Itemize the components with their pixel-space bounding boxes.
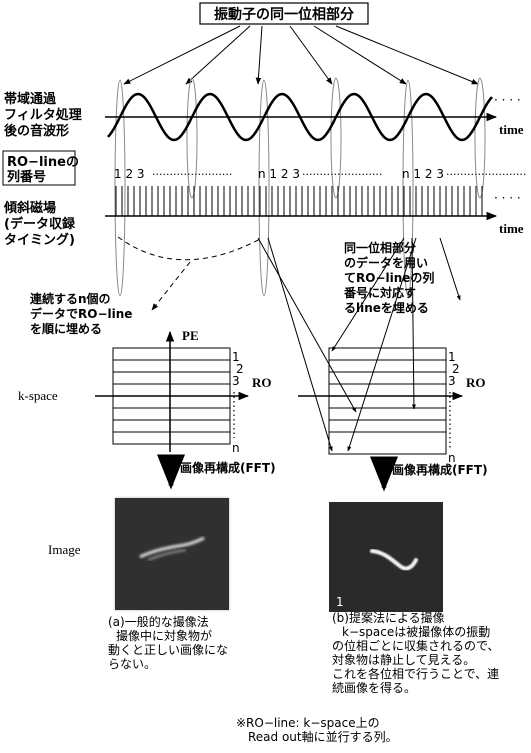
recon-label-left: 画像再構成(FFT): [180, 460, 276, 475]
title-text: 振動子の同一位相部分: [214, 6, 354, 23]
svg-text:対象物は静止して見える。: 対象物は静止して見える。: [332, 653, 475, 667]
svg-text:·······················: ·······················: [446, 168, 526, 181]
svg-text:RO−lineの: RO−lineの: [7, 155, 79, 170]
left-note: 連続するn個の データでRO−line を順に埋める: [30, 291, 132, 336]
gradient-time-label: time: [499, 221, 524, 236]
waveform-time-label: time: [499, 122, 524, 137]
svg-text:るlineを埋める: るlineを埋める: [344, 300, 429, 315]
kspace-right: [298, 347, 464, 455]
svg-text:Read out軸に並行する列。: Read out軸に並行する列。: [248, 730, 398, 744]
gradient-label: 傾斜磁場 (データ収録 タイミング): [3, 200, 76, 248]
frame-number: 1: [336, 595, 344, 609]
svg-text:同一位相部分: 同一位相部分: [344, 240, 416, 255]
svg-text:n: n: [232, 441, 240, 455]
svg-text:n: n: [448, 451, 456, 465]
caption-b: (b)提案法による撮像 k−spaceは被撮像体の振動 の位相ごとに収集されるの…: [332, 610, 500, 695]
svg-text:n 1 2 3: n 1 2 3: [402, 167, 444, 181]
svg-text:2: 2: [452, 362, 460, 376]
svg-text:撮像中に対象物が: 撮像中に対象物が: [116, 628, 212, 643]
svg-text:·······················: ·······················: [152, 168, 232, 181]
svg-text:3: 3: [448, 374, 456, 388]
svg-text:1: 1: [448, 350, 456, 364]
ro-line-sequence: 1 2 3 ······················· n 1 2 3 ··…: [114, 167, 526, 181]
phase-ellipses: [114, 77, 486, 297]
svg-text:続画像を得る。: 続画像を得る。: [332, 680, 416, 695]
right-note: 同一位相部分 のデータを用い てRO−lineの列 番号に対応す るlineを埋…: [343, 240, 434, 315]
svg-text:のデータを用い: のデータを用い: [344, 255, 428, 270]
svg-text:の位相ごとに収集されるので、: の位相ごとに収集されるので、: [332, 638, 500, 653]
svg-text:1 2 3: 1 2 3: [114, 167, 145, 181]
svg-text:らない。: らない。: [108, 657, 156, 671]
ro-label-left: RO: [252, 375, 272, 390]
row-numbers-left: 1 2 3 n: [232, 350, 244, 455]
recon-label-right: 画像再構成(FFT): [392, 462, 488, 477]
waveform-dots: · · · ·: [494, 93, 521, 107]
svg-text:動くと正しい画像にな: 動くと正しい画像にな: [108, 643, 228, 657]
svg-text:n 1 2 3: n 1 2 3: [258, 167, 300, 181]
mri-image-right: 1: [329, 502, 443, 612]
title-box: [199, 2, 369, 25]
pe-label: PE: [182, 328, 199, 343]
footnote: ※RO−line: k−space上の Read out軸に並行する列。: [236, 716, 398, 744]
title-fan-arrows: [123, 25, 479, 85]
group-dashed-arrow: [151, 261, 191, 311]
group-dashed-curve: [117, 236, 263, 261]
kspace-left: [95, 330, 250, 452]
svg-text:(a)一般的な撮像法: (a)一般的な撮像法: [108, 614, 209, 629]
svg-text:3: 3: [232, 374, 240, 388]
svg-text:2: 2: [236, 362, 244, 376]
svg-text:連続するn個の: 連続するn個の: [30, 291, 111, 306]
svg-text:傾斜磁場: 傾斜磁場: [3, 200, 56, 216]
kspace-label: k-space: [18, 388, 58, 403]
data-acquisition-ticks: [115, 186, 483, 216]
svg-text:フィルタ処理: フィルタ処理: [4, 107, 82, 123]
caption-a: (a)一般的な撮像法 撮像中に対象物が 動くと正しい画像にな らない。: [108, 614, 228, 671]
svg-text:列番号: 列番号: [7, 169, 46, 185]
svg-text:番号に対応す: 番号に対応す: [343, 285, 416, 300]
ro-line-number-label: RO−lineの 列番号: [7, 155, 79, 185]
filtered-sound-waveform: [107, 92, 493, 142]
svg-text:(b)提案法による撮像: (b)提案法による撮像: [332, 610, 445, 625]
gradient-dots: · · · ·: [494, 191, 521, 205]
mri-image-left: [115, 498, 229, 610]
svg-text:※RO−line: k−space上の: ※RO−line: k−space上の: [236, 716, 380, 730]
svg-text:タイミング): タイミング): [4, 232, 75, 248]
svg-text:帯域通過: 帯域通過: [4, 91, 57, 107]
svg-text:これを各位相で行うことで、連: これを各位相で行うことで、連: [332, 666, 499, 681]
svg-text:·······················: ·······················: [302, 168, 382, 181]
ro-line-number-box: [2, 150, 76, 186]
svg-text:後の音波形: 後の音波形: [4, 123, 69, 139]
svg-text:1: 1: [232, 350, 240, 364]
row-numbers-right: 1 2 3 n: [448, 350, 460, 465]
svg-text:てRO−lineの列: てRO−lineの列: [344, 270, 434, 285]
image-label: Image: [48, 542, 81, 557]
svg-text:k−spaceは被撮像体の振動: k−spaceは被撮像体の振動: [342, 625, 490, 639]
svg-text:を順に埋める: を順に埋める: [30, 321, 102, 336]
ro-label-right: RO: [466, 375, 486, 390]
waveform-label: 帯域通過 フィルタ処理 後の音波形: [4, 91, 82, 139]
svg-text:(データ収録: (データ収録: [4, 216, 76, 232]
svg-text:データでRO−line: データでRO−line: [30, 306, 132, 321]
phase-to-row-arrows: [257, 237, 461, 452]
